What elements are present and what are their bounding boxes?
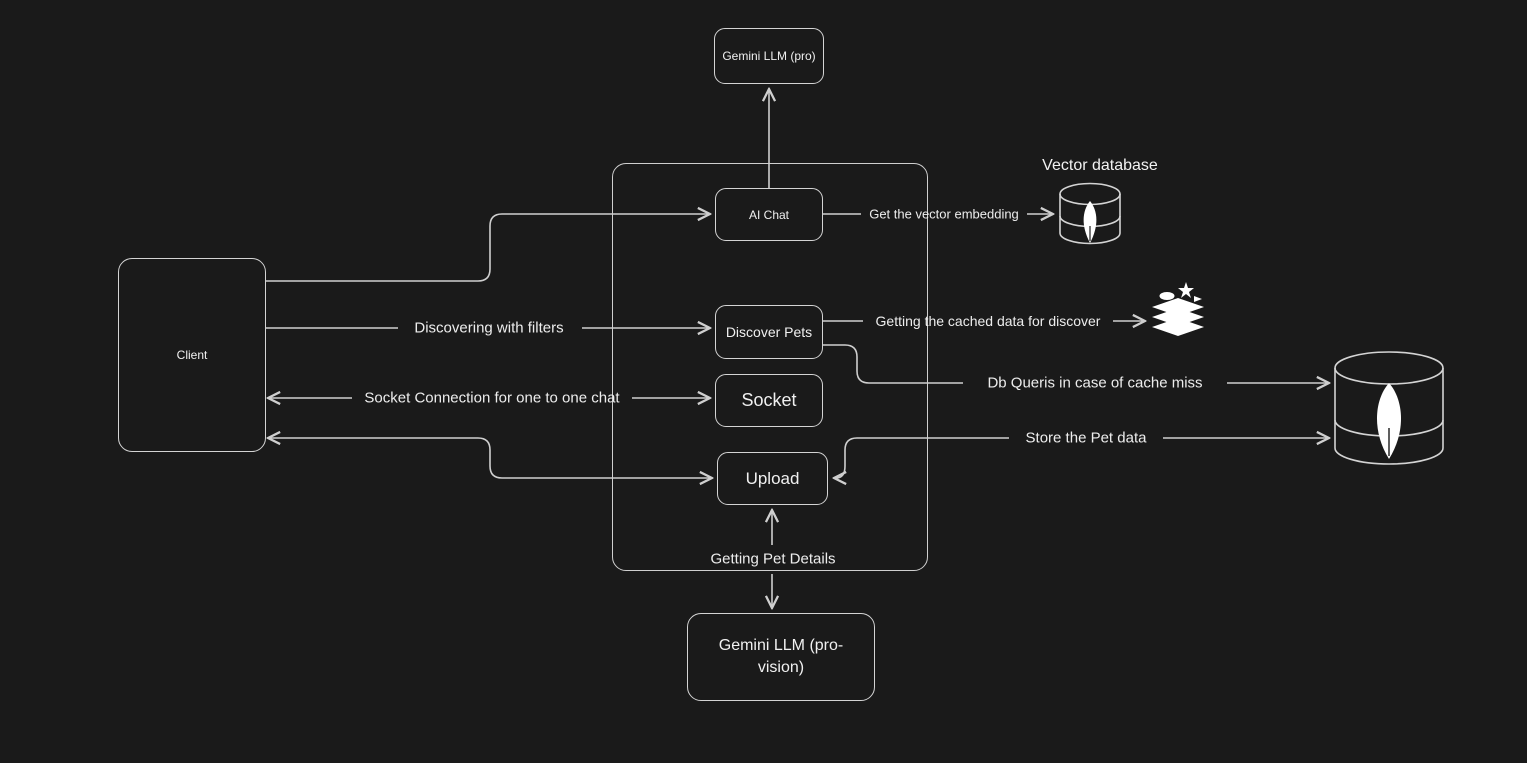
edge-label-get-vector-embedding: Get the vector embedding <box>869 206 1019 222</box>
vector-database-title: Vector database <box>1042 157 1158 174</box>
edge-label-db-queries: Db Queris in case of cache miss <box>987 374 1203 392</box>
edge-dbqueries-left <box>823 344 963 384</box>
node-ai-chat[interactable]: AI Chat <box>715 188 823 241</box>
node-client[interactable]: Client <box>118 258 266 452</box>
vector-db-icon[interactable] <box>1059 182 1121 245</box>
node-upload[interactable]: Upload <box>717 452 828 505</box>
node-gemini-pro-vision-label: Gemini LLM (pro-vision) <box>718 636 844 676</box>
edge-store-left <box>834 437 1009 478</box>
node-discover-pets-label: Discover Pets <box>725 324 813 340</box>
edge-client-ai-chat <box>266 214 710 282</box>
node-gemini-pro-label: Gemini LLM (pro) <box>722 49 816 63</box>
redis-icon[interactable] <box>1152 282 1204 336</box>
edge-label-cached-data: Getting the cached data for discover <box>875 313 1101 329</box>
node-gemini-pro-vision[interactable]: Gemini LLM (pro-vision) <box>687 613 875 701</box>
edge-label-getting-pet-details: Getting Pet Details <box>710 550 836 568</box>
server-group-box[interactable] <box>612 163 928 571</box>
node-client-label: Client <box>176 348 208 362</box>
node-ai-chat-label: AI Chat <box>748 207 790 222</box>
node-upload-label: Upload <box>745 468 800 488</box>
node-socket-label: Socket <box>741 390 797 410</box>
edge-label-store-pet-data: Store the Pet data <box>1025 429 1147 447</box>
node-discover-pets[interactable]: Discover Pets <box>715 305 823 359</box>
edge-label-discovering-filters: Discovering with filters <box>414 319 564 337</box>
edge-label-socket-connection: Socket Connection for one to one chat <box>364 389 620 407</box>
edge-client-upload <box>268 438 712 478</box>
node-socket[interactable]: Socket <box>715 374 823 427</box>
mongodb-icon[interactable] <box>1334 351 1444 465</box>
node-gemini-pro[interactable]: Gemini LLM (pro) <box>714 28 824 84</box>
